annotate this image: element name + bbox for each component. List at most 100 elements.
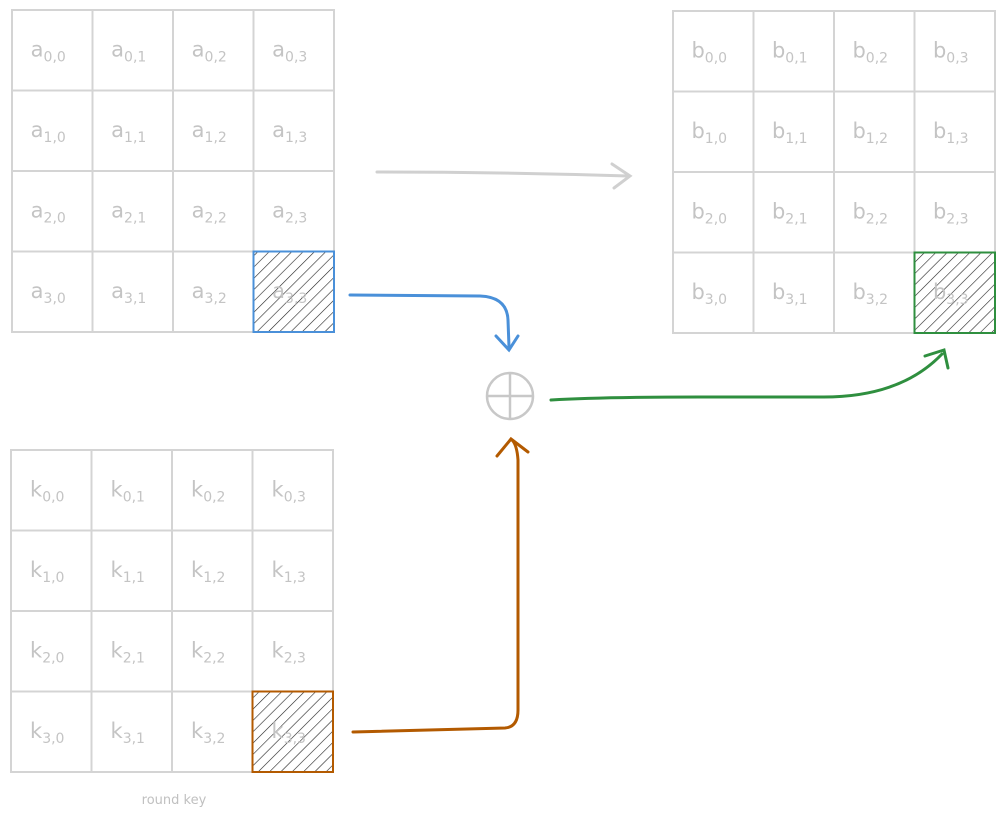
state-matrix: a0,0 a0,1 a0,2 a0,3 a1,0 a1,1 a1,2 a1,3 a2,0 a2,1… <box>11 9 335 333</box>
matrix-cell: a3,2 <box>172 250 255 333</box>
matrix-cell: a1,3 <box>252 89 335 172</box>
cell-label: b2,2 <box>852 199 888 227</box>
matrix-cell: b3,0 <box>672 251 755 334</box>
matrix-cell: a0,0 <box>11 9 94 92</box>
cell-label: b1,3 <box>933 119 969 147</box>
matrix-cell: b3,2 <box>833 251 916 334</box>
cell-label: k0,0 <box>30 477 64 505</box>
matrix-cell: b1,0 <box>672 90 755 173</box>
highlighted-cell <box>252 250 335 333</box>
cell-label: a3,3 <box>272 279 307 307</box>
matrix-cell: a0,2 <box>172 9 255 92</box>
matrix-cell: b2,0 <box>672 171 755 254</box>
matrix-cell: b2,3 <box>913 171 996 254</box>
cell-label: k0,1 <box>111 477 145 505</box>
cell-label: k2,1 <box>111 638 145 666</box>
cell-label: a0,2 <box>192 37 227 65</box>
matrix-cell: b1,3 <box>913 90 996 173</box>
matrix-cell: a1,1 <box>91 89 174 172</box>
matrix-cell: a0,1 <box>91 9 174 92</box>
output-matrix: b0,0 b0,1 b0,2 b0,3 b1,0 b1,1 b1,2 b1,3 b2,0 b2,1… <box>672 10 996 334</box>
cell-label: b2,3 <box>933 199 969 227</box>
highlighted-cell <box>913 251 996 334</box>
cell-label: k3,3 <box>272 719 306 747</box>
cell-label: k1,2 <box>191 558 225 586</box>
cell-label: a3,0 <box>31 279 66 307</box>
matrix-cell: k0,3 <box>251 449 334 532</box>
cell-label: a2,3 <box>272 198 307 226</box>
cell-label: k1,1 <box>111 558 145 586</box>
matrix-cell: a2,2 <box>172 170 255 253</box>
round-key-caption: round key <box>142 793 207 808</box>
cell-label: k1,0 <box>30 558 64 586</box>
matrix-cell: k3,2 <box>171 690 254 773</box>
matrix-cell: k0,1 <box>90 449 173 532</box>
cell-label: a1,2 <box>192 118 227 146</box>
cell-label: b1,1 <box>772 119 808 147</box>
round-key-matrix: k0,0 k0,1 k0,2 k0,3 k1,0 k1,1 k1,2 k1,3 k2,0 k2,1… <box>10 449 334 773</box>
state-to-xor-arrow <box>348 293 520 353</box>
cell-label: a0,0 <box>31 37 66 65</box>
matrix-cell: b2,2 <box>833 171 916 254</box>
cell-label: b3,0 <box>691 280 727 308</box>
matrix-cell: a2,3 <box>252 170 335 253</box>
cell-label: b0,1 <box>772 38 808 66</box>
matrix-cell: b3,3 <box>913 251 996 334</box>
matrix-cell: k1,1 <box>90 529 173 612</box>
xor-to-output-arrow <box>549 348 950 402</box>
matrix-cell: b2,1 <box>752 171 835 254</box>
cell-label: k0,2 <box>191 477 225 505</box>
matrix-cell: b0,1 <box>752 10 835 93</box>
cell-label: a3,2 <box>192 279 227 307</box>
matrix-cell: a3,0 <box>11 250 94 333</box>
main-arrow <box>375 162 633 190</box>
matrix-cell: a1,2 <box>172 89 255 172</box>
cell-label: a0,1 <box>111 37 146 65</box>
xor-icon <box>485 371 535 421</box>
cell-label: b2,0 <box>691 199 727 227</box>
cell-label: a0,3 <box>272 37 307 65</box>
matrix-cell: k2,2 <box>171 610 254 693</box>
cell-label: a1,0 <box>31 118 66 146</box>
cell-label: a1,1 <box>111 118 146 146</box>
matrix-cell: k2,3 <box>251 610 334 693</box>
cell-label: k2,0 <box>30 638 64 666</box>
cell-label: k3,2 <box>191 719 225 747</box>
cell-label: a3,1 <box>111 279 146 307</box>
matrix-cell: a2,1 <box>91 170 174 253</box>
cell-label: a2,0 <box>31 198 66 226</box>
matrix-cell: k0,0 <box>10 449 93 532</box>
cell-label: b3,1 <box>772 280 808 308</box>
matrix-cell: k1,2 <box>171 529 254 612</box>
cell-label: a1,3 <box>272 118 307 146</box>
cell-label: b0,2 <box>852 38 888 66</box>
matrix-cell: b0,0 <box>672 10 755 93</box>
cell-label: b0,0 <box>691 38 727 66</box>
matrix-cell: a0,3 <box>252 9 335 92</box>
matrix-cell: a3,1 <box>91 250 174 333</box>
matrix-cell: k3,0 <box>10 690 93 773</box>
highlighted-cell <box>251 690 334 773</box>
matrix-cell: b0,3 <box>913 10 996 93</box>
matrix-cell: k1,3 <box>251 529 334 612</box>
matrix-cell: k1,0 <box>10 529 93 612</box>
cell-label: k2,3 <box>272 638 306 666</box>
matrix-cell: a2,0 <box>11 170 94 253</box>
cell-label: k1,3 <box>272 558 306 586</box>
cell-label: b3,3 <box>933 280 969 308</box>
matrix-cell: k3,3 <box>251 690 334 773</box>
key-to-xor-arrow <box>351 436 530 734</box>
matrix-cell: k2,0 <box>10 610 93 693</box>
matrix-cell: b1,2 <box>833 90 916 173</box>
matrix-cell: b3,1 <box>752 251 835 334</box>
cell-label: b3,2 <box>852 280 888 308</box>
matrix-cell: k2,1 <box>90 610 173 693</box>
cell-label: b1,0 <box>691 119 727 147</box>
cell-label: b2,1 <box>772 199 808 227</box>
cell-label: a2,2 <box>192 198 227 226</box>
cell-label: k3,1 <box>111 719 145 747</box>
matrix-cell: k3,1 <box>90 690 173 773</box>
cell-label: k0,3 <box>272 477 306 505</box>
matrix-cell: b1,1 <box>752 90 835 173</box>
